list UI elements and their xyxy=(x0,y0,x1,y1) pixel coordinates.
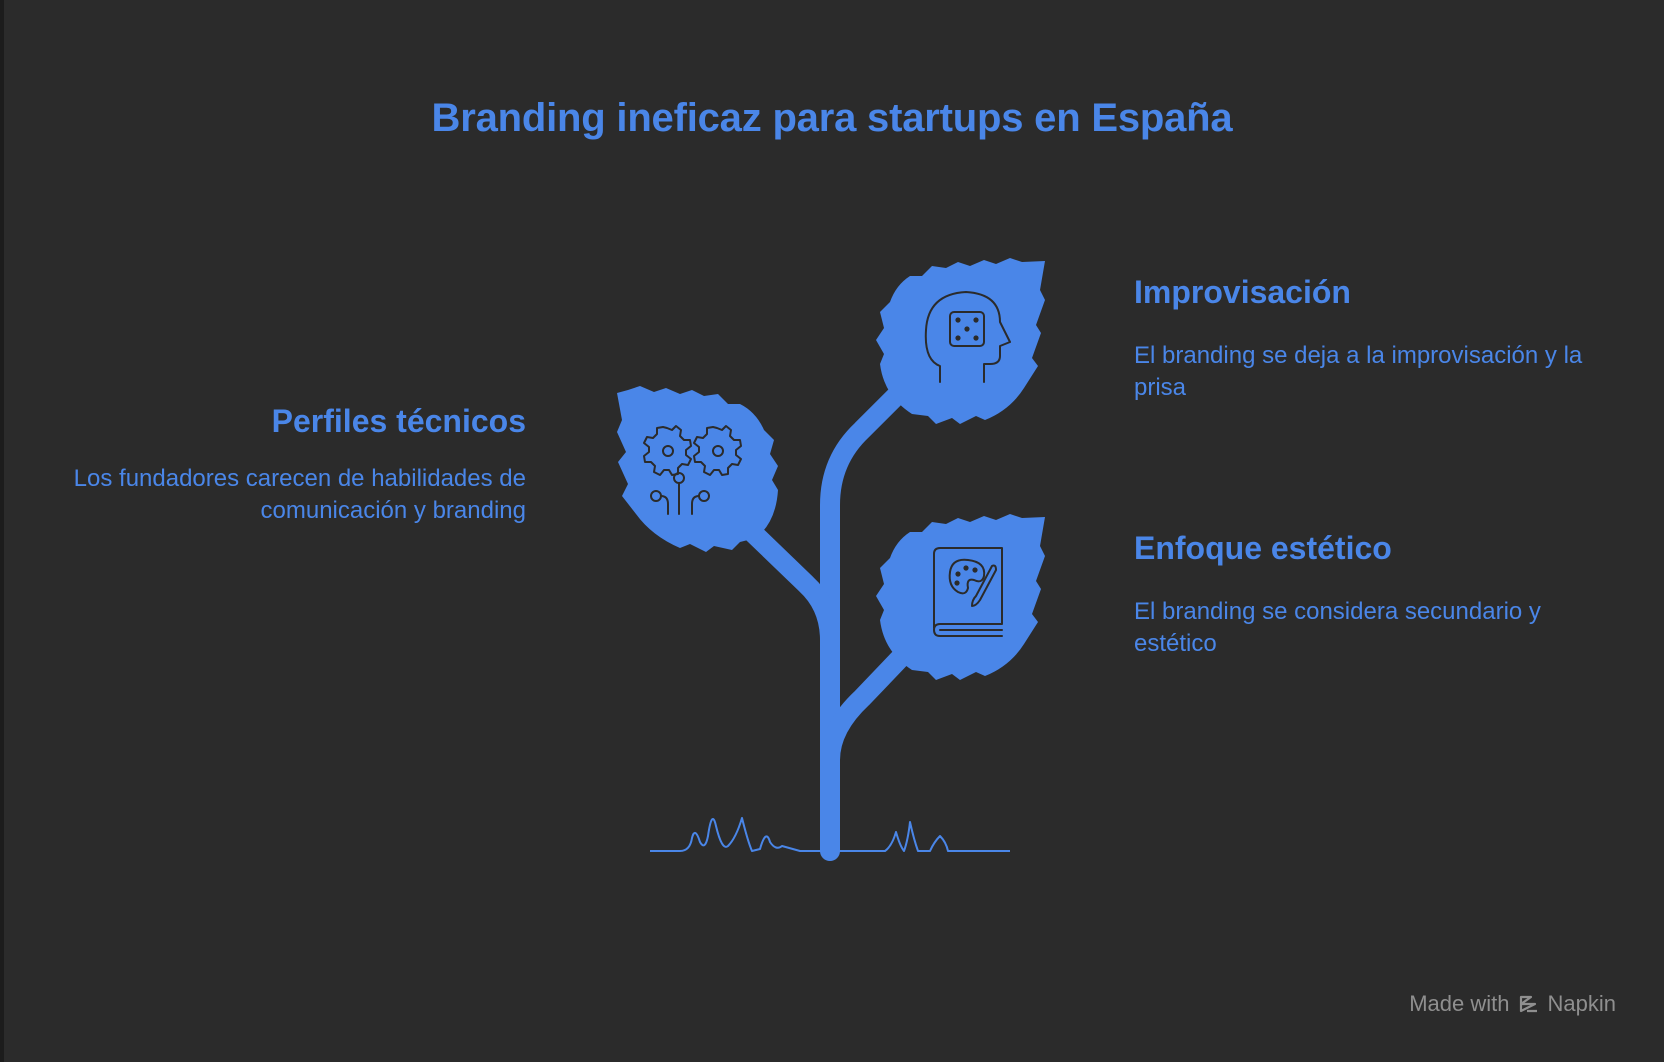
napkin-watermark[interactable]: Made with Napkin xyxy=(1409,991,1616,1017)
book-palette-icon xyxy=(933,547,1003,637)
gears-circuit-icon xyxy=(643,425,742,515)
block-title-perfiles-tecnicos: Perfiles técnicos xyxy=(271,403,526,439)
block-title-enfoque-estetico: Enfoque estético xyxy=(1134,530,1392,566)
block-desc-improvisacion: El branding se deja a la improvisación y… xyxy=(1134,342,1583,401)
diagram-title: Branding ineficaz para startups en Españ… xyxy=(431,96,1233,140)
leaf-improvisacion xyxy=(876,258,1045,424)
block-desc-enfoque-estetico: El branding se considera secundario y es… xyxy=(1134,598,1541,657)
ground-grass-line xyxy=(650,817,1010,852)
left-edge-border xyxy=(0,0,4,1062)
branch-left xyxy=(740,520,840,650)
napkin-logo-icon xyxy=(1519,995,1537,1013)
plant-stem xyxy=(820,370,922,861)
leaf-enfoque-estetico xyxy=(876,514,1045,680)
branch-lower-right xyxy=(820,642,916,770)
watermark-made-with: Made with xyxy=(1409,991,1510,1016)
watermark-brand: Napkin xyxy=(1547,991,1616,1016)
block-title-improvisacion: Improvisación xyxy=(1134,274,1351,310)
head-dice-icon xyxy=(924,291,1011,383)
block-desc-perfiles-tecnicos: Los fundadores carecen de habilidades de… xyxy=(73,465,526,524)
leaf-perfiles-tecnicos xyxy=(617,386,778,552)
